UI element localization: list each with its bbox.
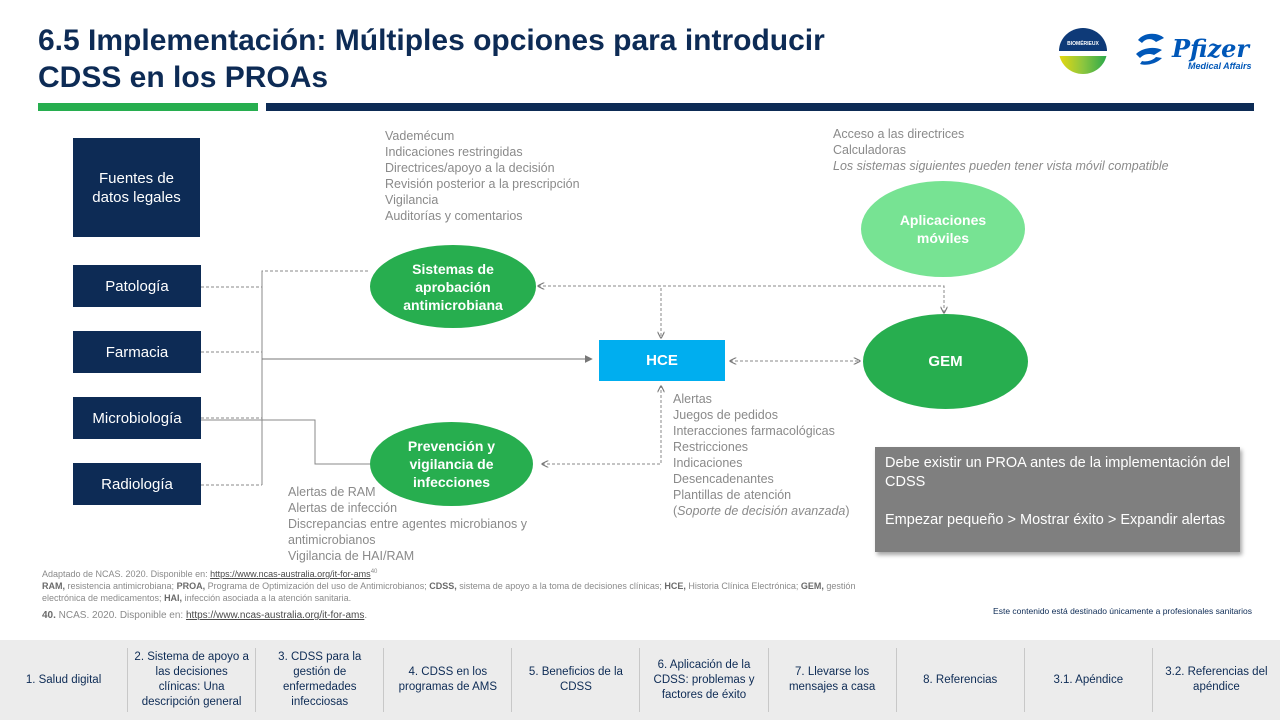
abbr-term: HAI,	[164, 593, 183, 603]
ref40-text: NCAS. 2020. Disponible en:	[55, 610, 186, 621]
ref40-link[interactable]: https://www.ncas-australia.org/it-for-am…	[185, 610, 365, 621]
sistemas-feature-list: Vademécum Indicaciones restringidas Dire…	[385, 128, 580, 224]
node-aplicaciones-moviles: Aplicaciones móviles	[861, 181, 1025, 277]
hce-feature-item: Indicaciones	[673, 456, 743, 470]
connector-prevencion-hce	[542, 386, 661, 464]
node-hce: HCE	[599, 340, 725, 381]
sistemas-feature-item: Vigilancia	[385, 193, 439, 207]
pfizer-mark-icon	[1136, 33, 1164, 65]
sistemas-feature-item: Auditorías y comentarios	[385, 209, 523, 223]
prevencion-feature-list: Alertas de RAM Alertas de infección Disc…	[288, 484, 527, 564]
hce-feature-note: (Soporte de decisión avanzada)	[673, 503, 850, 519]
pfizer-logo-name: Pfizer	[1172, 34, 1250, 63]
abbr-term: CDSS,	[429, 581, 457, 591]
references-block: Adaptado de NCAS. 2020. Disponible en: h…	[42, 566, 872, 622]
nav-item-beneficios[interactable]: 5. Beneficios de la CDSS	[512, 648, 641, 712]
abbr-def: Historia Clínica Electrónica;	[685, 581, 801, 591]
pfizer-logo: Pfizer Medical Affairs	[1132, 28, 1257, 76]
callout-paragraph-2: Empezar pequeño > Mostrar éxito > Expand…	[885, 512, 1226, 528]
source-farmacia: Farmacia	[73, 331, 201, 373]
hce-note-text: Soporte de decisión avanzada	[677, 504, 846, 518]
title-divider-blue	[266, 103, 1254, 111]
adapted-sup: 40	[370, 569, 378, 575]
ref40-number: 40.	[42, 610, 56, 621]
connector-sistemas-gem	[538, 286, 944, 313]
apps-feature-item: Calculadoras	[833, 143, 906, 157]
prevencion-feature-item: Vigilancia de HAI/RAM	[288, 549, 415, 563]
hce-feature-item: Restricciones	[673, 440, 749, 454]
adapted-link[interactable]: https://www.ncas-australia.org/it-for-am…	[210, 569, 371, 579]
adapted-prefix: Adaptado de NCAS. 2020. Disponible en:	[42, 569, 211, 579]
sistemas-feature-item: Vademécum	[385, 129, 455, 143]
sources-header-box: Fuentes de datos legales	[73, 138, 200, 237]
source-microbiologia: Microbiología	[73, 397, 201, 439]
hce-feature-item: Interacciones farmacológicas	[673, 424, 835, 438]
prevencion-feature-item: antimicrobianos	[288, 533, 376, 547]
connector-to-prevencion	[201, 419, 370, 465]
abbr-term: GEM,	[800, 581, 824, 591]
abbr-def: resistencia antimicrobiana;	[65, 581, 177, 591]
prevencion-feature-item: Alertas de infección	[288, 501, 398, 515]
abbr-def: infección asociada a la atención sanitar…	[182, 593, 352, 603]
node-sistemas-aprobacion: Sistemas de aprobación antimicrobiana	[370, 245, 536, 328]
title-divider-green	[38, 103, 258, 111]
apps-feature-item: Acceso a las directrices	[833, 127, 965, 141]
hcp-disclaimer: Este contenido está destinado únicamente…	[993, 606, 1252, 616]
nav-item-mensajes[interactable]: 7. Llevarse los mensajes a casa	[769, 648, 897, 712]
hce-note-open: (	[673, 504, 678, 518]
abbr-term: PROA,	[176, 581, 206, 591]
abbr-term: HCE,	[664, 581, 686, 591]
sistemas-feature-item: Indicaciones restringidas	[385, 145, 523, 159]
nav-item-sistema-apoyo[interactable]: 2. Sistema de apoyo a las decisiones clí…	[128, 648, 257, 712]
abbr-def: Programa de Optimización del uso de Anti…	[205, 581, 430, 591]
source-patologia: Patología	[73, 265, 201, 307]
pfizer-logo-sub: Medical Affairs	[1188, 61, 1252, 71]
hce-feature-item: Juegos de pedidos	[673, 408, 778, 422]
nav-item-cdss-enfermedades[interactable]: 3. CDSS para la gestión de enfermedades …	[256, 648, 385, 712]
nav-item-referencias[interactable]: 8. Referencias	[897, 648, 1025, 712]
hce-note-close: )	[845, 504, 850, 518]
biomerieux-logo: BIOMÉRIEUX	[1059, 28, 1107, 74]
ref40-end: .	[364, 610, 368, 621]
hce-feature-item: Alertas	[673, 392, 712, 406]
nav-item-apendice[interactable]: 3.1. Apéndice	[1025, 648, 1153, 712]
nav-item-salud-digital[interactable]: 1. Salud digital	[0, 648, 129, 712]
page-title: 6.5 Implementación: Múltiples opciones p…	[38, 22, 938, 96]
biomerieux-logo-text: BIOMÉRIEUX	[1067, 41, 1099, 47]
prevencion-feature-item: Discrepancias entre agentes microbianos …	[288, 517, 528, 531]
prevencion-feature-item: Alertas de RAM	[288, 485, 376, 499]
reference-40: 40. NCAS. 2020. Disponible en: https://w…	[42, 610, 872, 622]
hce-feature-item: Plantillas de atención	[673, 488, 792, 502]
abbr-def: gestión electrónica de medicamentos;	[42, 581, 856, 603]
abbr-def: sistema de apoyo a la toma de decisiones…	[456, 581, 665, 591]
page-title-line1: 6.5 Implementación: Múltiples opciones p…	[38, 24, 825, 57]
nav-item-referencias-apendice[interactable]: 3.2. Referencias del apéndice	[1165, 666, 1268, 693]
callout-paragraph-1: Debe existir un PROA antes de la impleme…	[885, 455, 1230, 490]
adapted-source-line: Adaptado de NCAS. 2020. Disponible en: h…	[42, 566, 872, 580]
nav-item-aplicacion[interactable]: 6. Aplicación de la CDSS: problemas y fa…	[640, 648, 769, 712]
source-radiologia: Radiología	[73, 463, 201, 505]
nav-item-cdss-ams[interactable]: 4. CDSS en los programas de AMS	[384, 648, 513, 712]
apps-feature-note: Los sistemas siguientes pueden tener vis…	[833, 159, 1169, 173]
hce-feature-item: Desencadenantes	[673, 472, 774, 486]
abbreviations-line: RAM, resistencia antimicrobiana; PROA, P…	[42, 580, 872, 604]
node-gem: GEM	[863, 314, 1028, 409]
abbr-term: RAM,	[42, 581, 65, 591]
footer-navigation: 1. Salud digital 2. Sistema de apoyo a l…	[0, 640, 1280, 720]
hce-feature-list: Alertas Juegos de pedidos Interacciones …	[673, 391, 850, 519]
implementation-callout: Debe existir un PROA antes de la impleme…	[875, 447, 1240, 552]
sistemas-feature-item: Directrices/apoyo a la decisión	[385, 161, 555, 175]
connector-patologia	[201, 270, 370, 288]
page-title-line2: CDSS en los PROAs	[38, 61, 329, 94]
node-prevencion-vigilancia: Prevención y vigilancia de infecciones	[370, 422, 533, 506]
sistemas-feature-item: Revisión posterior a la prescripción	[385, 177, 580, 191]
apps-feature-list: Acceso a las directrices Calculadoras Lo…	[833, 126, 1169, 174]
